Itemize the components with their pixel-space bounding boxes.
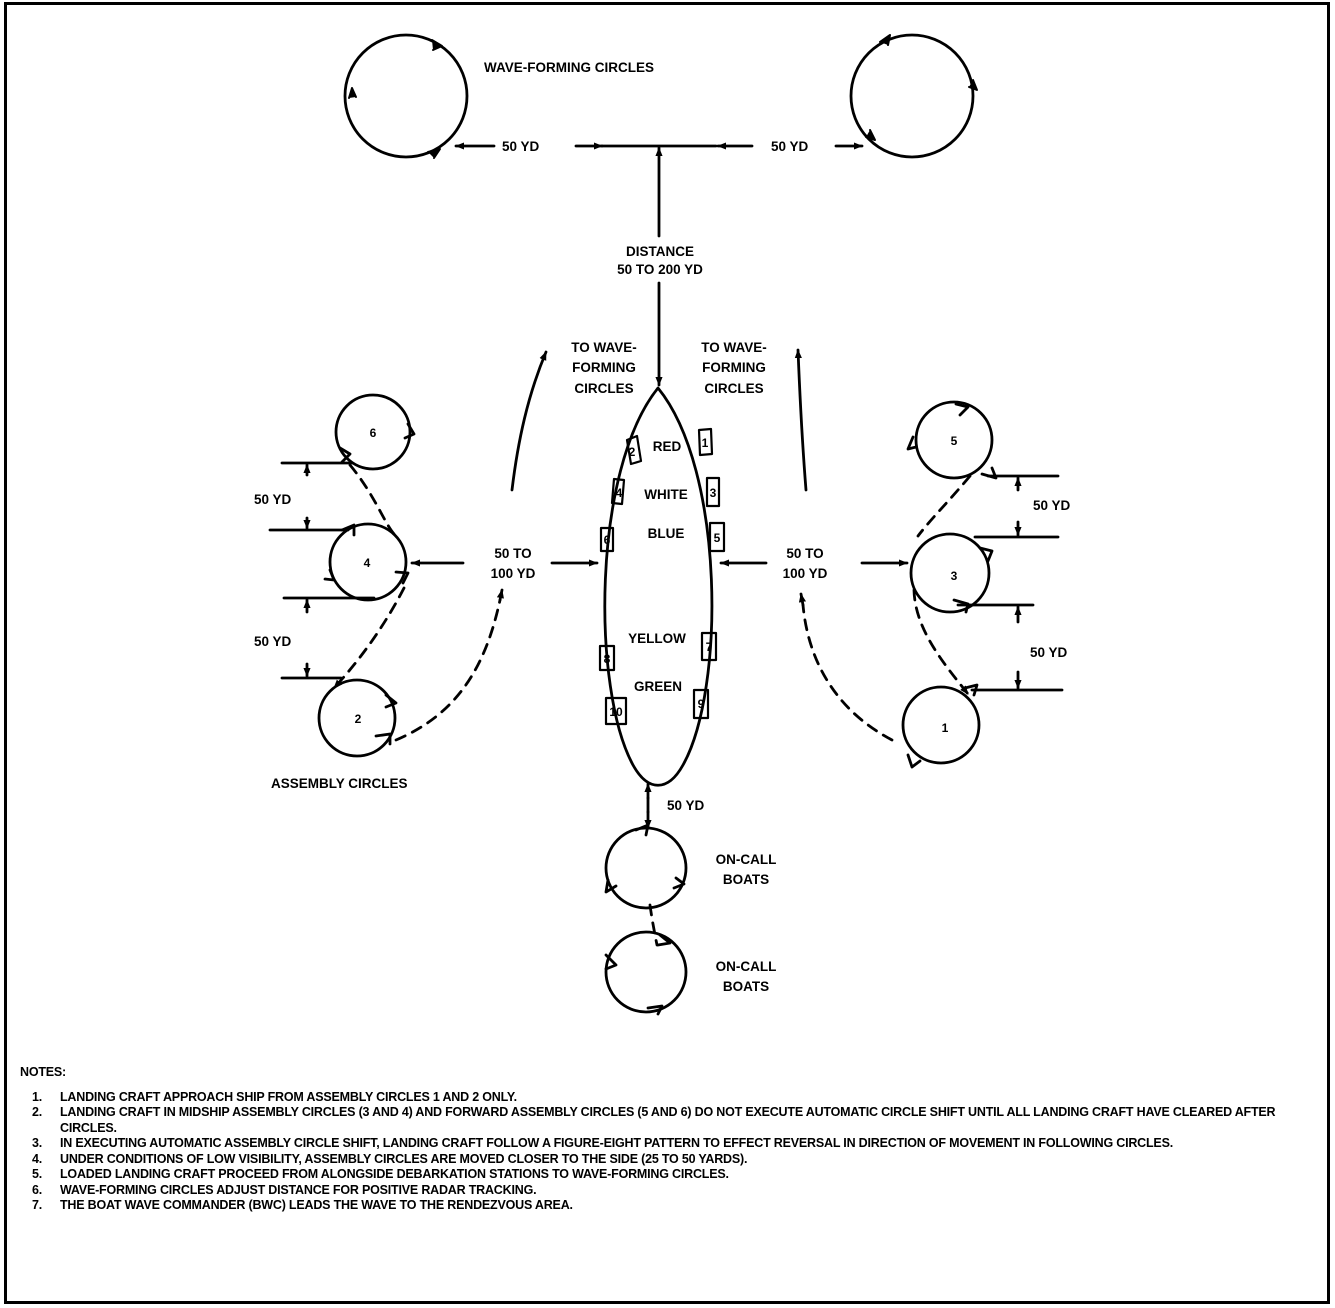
side-distance-left-line1: 50 TO xyxy=(494,546,531,561)
side-distance-left-line2: 100 YD xyxy=(491,566,536,581)
note-number: 4. xyxy=(32,1151,43,1166)
station-number-1: 1 xyxy=(702,436,709,450)
note-item: 1. LANDING CRAFT APPROACH SHIP FROM ASSEM… xyxy=(20,1090,1320,1106)
note-item: 2. LANDING CRAFT IN MIDSHIP ASSEMBLY CIRC… xyxy=(20,1105,1320,1136)
left-gap-upper: 50 YD xyxy=(254,492,292,507)
note-number: 2. xyxy=(32,1105,43,1119)
note-item: 7. THE BOAT WAVE COMMANDER (BWC) LEADS TH… xyxy=(20,1198,1320,1214)
assembly-circle-3-number: 3 xyxy=(951,569,958,583)
assembly-circle-1-number: 1 xyxy=(942,721,949,735)
station-number-9: 9 xyxy=(698,697,705,711)
note-text: LOADED LANDING CRAFT PROCEED FROM ALONGS… xyxy=(60,1167,729,1181)
station-red: RED xyxy=(653,439,682,454)
note-item: 5. LOADED LANDING CRAFT PROCEED FROM ALON… xyxy=(20,1167,1320,1183)
station-number-5: 5 xyxy=(714,531,721,545)
station-white: WHITE xyxy=(644,487,688,502)
assembly-circles-label: ASSEMBLY CIRCLES xyxy=(271,776,408,791)
note-number: 3. xyxy=(32,1136,43,1150)
wave-forming-title: WAVE-FORMING CIRCLES xyxy=(484,60,654,75)
assembly-circle-1 xyxy=(901,683,981,769)
assembly-circle-6-number: 6 xyxy=(370,426,377,440)
note-number: 5. xyxy=(32,1167,43,1181)
side-distance-right-line2: 100 YD xyxy=(783,566,828,581)
note-item: 3. IN EXECUTING AUTOMATIC ASSEMBLY CIRCLE… xyxy=(20,1136,1320,1152)
station-number-7: 7 xyxy=(706,640,713,654)
right-gap-upper: 50 YD xyxy=(1033,498,1071,513)
station-number-8: 8 xyxy=(604,652,611,666)
wave-forming-circle-left xyxy=(343,33,469,159)
stern-gap-label: 50 YD xyxy=(667,798,705,813)
assembly-circle-2-number: 2 xyxy=(355,712,362,726)
distance-label-line1: DISTANCE xyxy=(626,244,694,259)
to-wave-right-line2: FORMING xyxy=(702,360,766,375)
station-blue: BLUE xyxy=(648,526,685,541)
on-call-1-line1: ON-CALL xyxy=(716,852,777,867)
ship-hull xyxy=(603,386,714,787)
notes-section: NOTES: 1. LANDING CRAFT APPROACH SHIP FRO… xyxy=(20,1065,1320,1214)
wave-forming-circle-right xyxy=(849,33,978,159)
station-yellow: YELLOW xyxy=(628,631,686,646)
on-call-1-line2: BOATS xyxy=(723,872,769,887)
debarkation-stations xyxy=(598,427,726,726)
assembly-circle-2 xyxy=(317,678,398,758)
station-green: GREEN xyxy=(634,679,682,694)
station-number-2: 2 xyxy=(629,445,636,459)
note-text: LANDING CRAFT IN MIDSHIP ASSEMBLY CIRCLE… xyxy=(60,1105,1276,1135)
station-number-3: 3 xyxy=(710,486,717,500)
right-gap-lower: 50 YD xyxy=(1030,645,1068,660)
to-wave-right-line3: CIRCLES xyxy=(704,381,763,396)
station-number-6: 6 xyxy=(604,533,611,547)
assembly-circle-6 xyxy=(334,393,416,471)
left-gap-lower: 50 YD xyxy=(254,634,292,649)
note-number: 7. xyxy=(32,1198,43,1212)
to-wave-left-line2: FORMING xyxy=(572,360,636,375)
side-distance-right-line1: 50 TO xyxy=(786,546,823,561)
assembly-circle-4-number: 4 xyxy=(364,556,371,570)
note-text: UNDER CONDITIONS OF LOW VISIBILITY, ASSE… xyxy=(60,1151,748,1166)
figure-frame xyxy=(4,2,1330,1304)
on-call-2-line2: BOATS xyxy=(723,979,769,994)
assembly-circle-5-number: 5 xyxy=(951,434,958,448)
note-text: IN EXECUTING AUTOMATIC ASSEMBLY CIRCLE S… xyxy=(60,1136,1173,1150)
note-number: 1. xyxy=(32,1089,43,1104)
note-text: LANDING CRAFT APPROACH SHIP FROM ASSEMBL… xyxy=(60,1089,517,1104)
spacing-label-left: 50 YD xyxy=(502,139,540,154)
note-text: WAVE-FORMING CIRCLES ADJUST DISTANCE FOR… xyxy=(60,1182,537,1197)
on-call-circle-1 xyxy=(604,823,688,910)
assembly-circle-5 xyxy=(906,400,998,480)
spacing-label-right: 50 YD xyxy=(771,139,809,154)
station-number-10: 10 xyxy=(609,705,623,719)
note-text: THE BOAT WAVE COMMANDER (BWC) LEADS THE … xyxy=(60,1198,573,1212)
to-wave-right-line1: TO WAVE- xyxy=(701,340,767,355)
on-call-circle-2 xyxy=(604,930,688,1016)
to-wave-left-line1: TO WAVE- xyxy=(571,340,637,355)
note-item: 4. UNDER CONDITIONS OF LOW VISIBILITY, AS… xyxy=(20,1152,1320,1168)
note-number: 6. xyxy=(32,1182,43,1197)
assembly-circle-4 xyxy=(323,522,410,602)
notes-heading: NOTES: xyxy=(20,1065,67,1079)
to-wave-left-line3: CIRCLES xyxy=(574,381,633,396)
note-item: 6. WAVE-FORMING CIRCLES ADJUST DISTANCE F… xyxy=(20,1183,1320,1199)
on-call-2-line1: ON-CALL xyxy=(716,959,777,974)
notes-list: 1. LANDING CRAFT APPROACH SHIP FROM ASSEM… xyxy=(20,1090,1320,1214)
station-number-4: 4 xyxy=(616,486,623,500)
distance-label-line2: 50 TO 200 YD xyxy=(617,262,703,277)
